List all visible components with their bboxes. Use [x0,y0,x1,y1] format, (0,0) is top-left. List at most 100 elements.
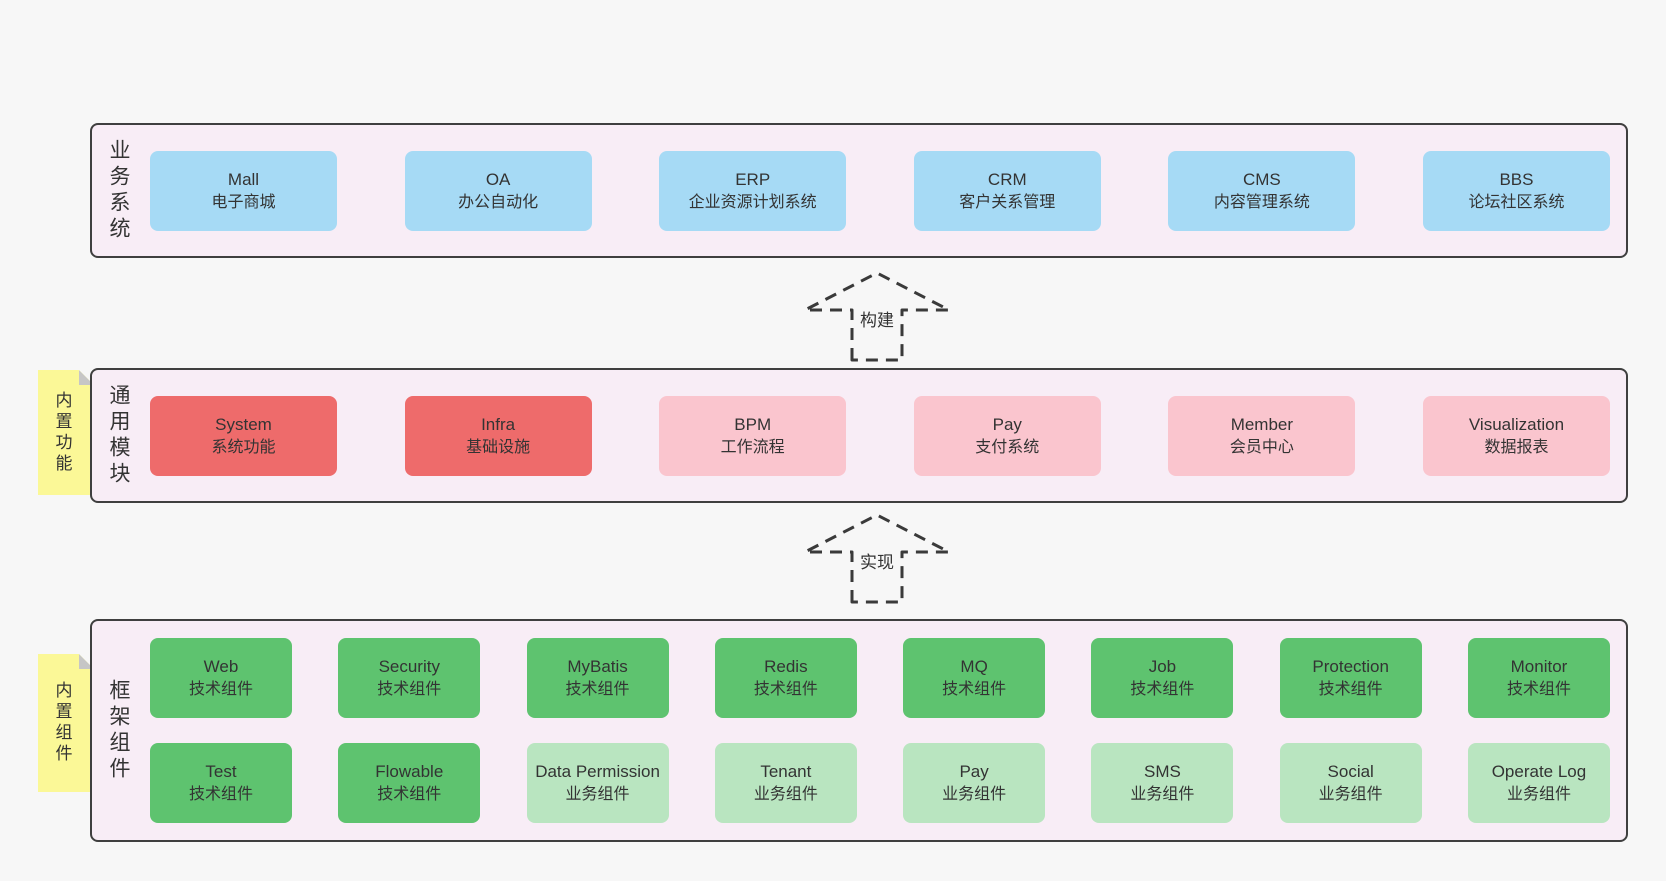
box-data-permission: Data Permission 业务组件 [526,743,669,823]
box-title: Infra [481,414,516,434]
box-job: Job 技术组件 [1091,638,1234,718]
box-subtitle: 技术组件 [188,786,253,803]
box-oa: OA 办公自动化 [404,150,592,231]
box-title: OA [485,169,511,189]
box-title: Member [1230,414,1294,434]
box-test: Test 技术组件 [150,743,292,823]
box-title: Job [1148,657,1177,676]
box-title: Monitor [1510,657,1568,676]
box-title: MyBatis [567,657,628,676]
band-label-framework-components: 框架组件 [107,678,130,783]
box-subtitle: 业务组件 [1130,786,1195,803]
box-title: Visualization [1468,414,1565,434]
box-row: Web 技术组件 Security 技术组件 MyBatis 技术组件 Redi… [150,638,1610,718]
box-subtitle: 技术组件 [377,681,442,698]
box-subtitle: 技术组件 [565,681,630,698]
dashed-up-arrow-icon [803,513,951,604]
box-subtitle: 技术组件 [1506,681,1571,698]
band-label-common-modules: 通用模块 [107,383,130,488]
box-subtitle: 会员中心 [1229,438,1294,456]
arrow-label: 构建 [857,306,897,331]
box-subtitle: 技术组件 [377,786,442,803]
box-pay-business: Pay 业务组件 [903,743,1046,823]
box-subtitle: 技术组件 [188,681,253,698]
box-mybatis: MyBatis 技术组件 [526,638,669,718]
box-visualization: Visualization 数据报表 [1422,395,1610,476]
box-title: System [215,414,272,434]
box-bpm: BPM 工作流程 [659,395,847,476]
sticky-note-builtin-components: 内置组件 [38,654,94,792]
box-title: BPM [734,414,772,434]
box-row: Test 技术组件 Flowable 技术组件 Data Permission … [150,743,1610,823]
box-row: System 系统功能 Infra 基础设施 BPM 工作流程 Pay 支付系统… [150,395,1610,476]
box-operate-log: Operate Log 业务组件 [1467,743,1610,823]
box-mall: Mall 电子商城 [150,150,337,231]
band-common-modules: 通用模块 System 系统功能 Infra 基础设施 BPM 工作流程 Pay… [90,368,1628,503]
arrow-label: 实现 [857,548,897,573]
box-title: Pay [992,414,1022,434]
box-pay: Pay 支付系统 [913,395,1101,476]
box-title: Mall [227,169,260,189]
box-subtitle: 论坛社区系统 [1468,193,1565,211]
box-title: Social [1327,762,1374,781]
box-infra: Infra 基础设施 [404,395,592,476]
box-subtitle: 技术组件 [942,681,1007,698]
box-tenant: Tenant 业务组件 [714,743,857,823]
box-subtitle: 电子商城 [211,193,276,211]
band-label-business-systems: 业务系统 [107,138,130,243]
box-subtitle: 客户关系管理 [959,193,1056,211]
box-subtitle: 业务组件 [1318,786,1383,803]
box-bbs: BBS 论坛社区系统 [1422,150,1610,231]
box-subtitle: 技术组件 [1130,681,1195,698]
box-title: ERP [735,169,771,189]
box-title: MQ [960,657,988,676]
box-web: Web 技术组件 [150,638,292,718]
box-title: Web [203,657,239,676]
box-title: Protection [1312,657,1389,676]
box-monitor: Monitor 技术组件 [1467,638,1610,718]
arrow-implement: 实现 [802,512,952,604]
box-social: Social 业务组件 [1279,743,1422,823]
box-subtitle: 支付系统 [975,438,1040,456]
box-title: CMS [1242,169,1281,189]
box-title: Data Permission [535,762,660,781]
box-crm: CRM 客户关系管理 [913,150,1101,231]
box-row: Mall 电子商城 OA 办公自动化 ERP 企业资源计划系统 CRM 客户关系… [150,150,1610,231]
box-system: System 系统功能 [150,395,337,476]
box-subtitle: 办公自动化 [458,193,539,211]
box-subtitle: 基础设施 [466,438,531,456]
box-title: BBS [1499,169,1534,189]
box-subtitle: 技术组件 [1318,681,1383,698]
box-title: CRM [987,169,1027,189]
sticky-note-label: 内置组件 [52,681,72,765]
box-title: Security [378,657,440,676]
box-title: Tenant [760,762,812,781]
box-flowable: Flowable 技术组件 [338,743,481,823]
box-title: Test [205,762,237,781]
dashed-up-arrow-icon [803,271,951,362]
box-title: SMS [1143,762,1181,781]
box-subtitle: 业务组件 [565,786,630,803]
box-subtitle: 企业资源计划系统 [688,193,817,211]
box-subtitle: 技术组件 [753,681,818,698]
box-sms: SMS 业务组件 [1091,743,1234,823]
box-cms: CMS 内容管理系统 [1168,150,1356,231]
box-redis: Redis 技术组件 [714,638,857,718]
box-subtitle: 业务组件 [753,786,818,803]
box-member: Member 会员中心 [1168,395,1356,476]
sticky-note-label: 内置功能 [52,390,72,475]
box-title: Pay [959,762,989,781]
box-security: Security 技术组件 [338,638,481,718]
box-subtitle: 数据报表 [1484,438,1549,456]
sticky-note-builtin-features: 内置功能 [38,370,94,495]
box-title: Operate Log [1491,762,1587,781]
box-title: Redis [764,657,808,676]
box-protection: Protection 技术组件 [1279,638,1422,718]
arrow-build: 构建 [802,270,952,362]
box-erp: ERP 企业资源计划系统 [659,150,847,231]
box-title: Flowable [375,762,444,781]
box-subtitle: 内容管理系统 [1213,193,1310,211]
box-mq: MQ 技术组件 [903,638,1046,718]
box-subtitle: 业务组件 [942,786,1007,803]
